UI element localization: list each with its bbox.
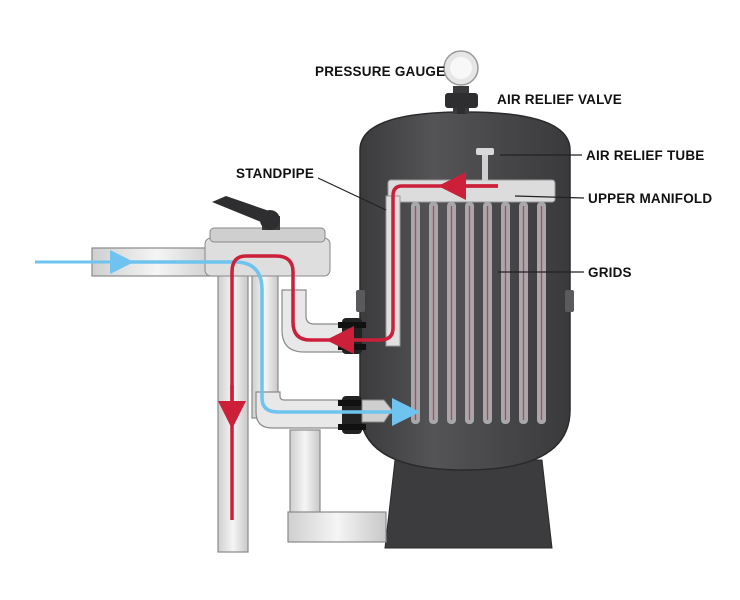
label-air-relief-valve: AIR RELIEF VALVE [497,92,622,107]
leader-lines [317,154,585,273]
tank-side-lug [565,290,574,312]
air-relief-tube [476,148,494,181]
grid-flow-lines [414,206,543,420]
filter-base [384,459,553,549]
return-flow-path-lower [230,254,340,520]
air-relief-valve-icon [445,93,478,114]
label-standpipe: STANDPIPE [236,166,314,181]
upper-manifold [387,179,556,203]
label-grids: GRIDS [588,265,632,280]
label-pressure-gauge: PRESSURE GAUGE [315,64,445,79]
label-upper-manifold: UPPER MANIFOLD [588,191,712,206]
multiport-valve-handle-icon [212,196,280,230]
return-flow-path [326,184,498,354]
pipe-union-lower [338,396,366,434]
label-air-relief-tube: AIR RELIEF TUBE [586,148,705,163]
pipe-union-upper [338,318,366,354]
tank-side-lug [356,290,365,312]
clean-flow-path [122,260,420,426]
